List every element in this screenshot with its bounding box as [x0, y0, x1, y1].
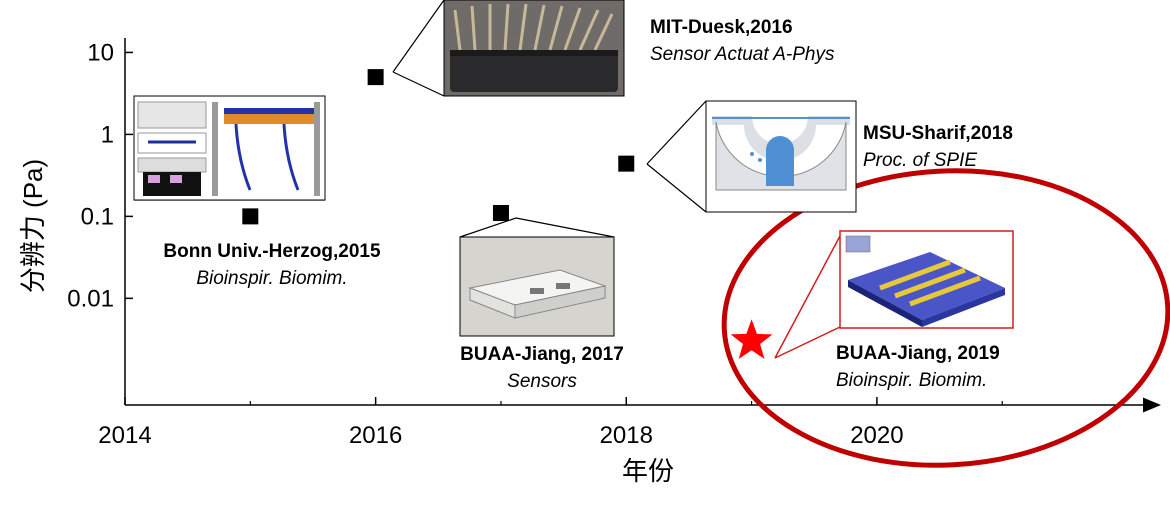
y-tick-label: 1	[101, 121, 114, 148]
x-tick-label: 2016	[349, 422, 402, 449]
axis-ticks: 2014 2016 2018 2020 0.01 0.1 1 10	[67, 39, 1003, 449]
point-label-title: BUAA-Jiang, 2019	[836, 343, 1000, 364]
inset-image-buaa-2019	[774, 230, 1014, 359]
point-label-title: Bonn Univ.-Herzog,2015	[163, 241, 381, 262]
data-point-square	[242, 208, 259, 225]
point-label-title: MIT-Duesk,2016	[650, 17, 793, 38]
point-label-journal: Sensor Actuat A-Phys	[650, 44, 835, 65]
point-label-journal: Bioinspir. Biomim.	[196, 268, 347, 289]
data-point-square	[492, 204, 509, 221]
x-axis-title: 年份	[622, 456, 674, 486]
inset-image-msu	[646, 100, 857, 213]
point-label-title: MSU-Sharif,2018	[863, 123, 1013, 144]
data-points	[242, 69, 773, 359]
point-label-journal: Proc. of SPIE	[863, 150, 977, 171]
point-label-journal: Bioinspir. Biomim.	[836, 370, 987, 391]
inset-image-mit	[392, 0, 625, 97]
x-tick-label: 2020	[850, 422, 903, 449]
point-label-journal: Sensors	[507, 371, 577, 392]
y-tick-label: 10	[87, 39, 114, 66]
inset-image-buaa-2017	[459, 217, 615, 337]
y-tick-label: 0.01	[67, 285, 114, 312]
x-tick-label: 2018	[600, 422, 653, 449]
x-tick-label: 2014	[98, 422, 151, 449]
y-tick-label: 0.1	[81, 203, 114, 230]
y-axis-title: 分辨力 (Pa)	[18, 159, 48, 293]
data-point-square	[618, 155, 635, 172]
inset-image-bonn	[133, 95, 326, 201]
data-point-square	[367, 69, 384, 86]
highlight-ellipse	[721, 168, 1170, 468]
data-point-star	[730, 319, 773, 359]
point-label-title: BUAA-Jiang, 2017	[460, 344, 624, 365]
